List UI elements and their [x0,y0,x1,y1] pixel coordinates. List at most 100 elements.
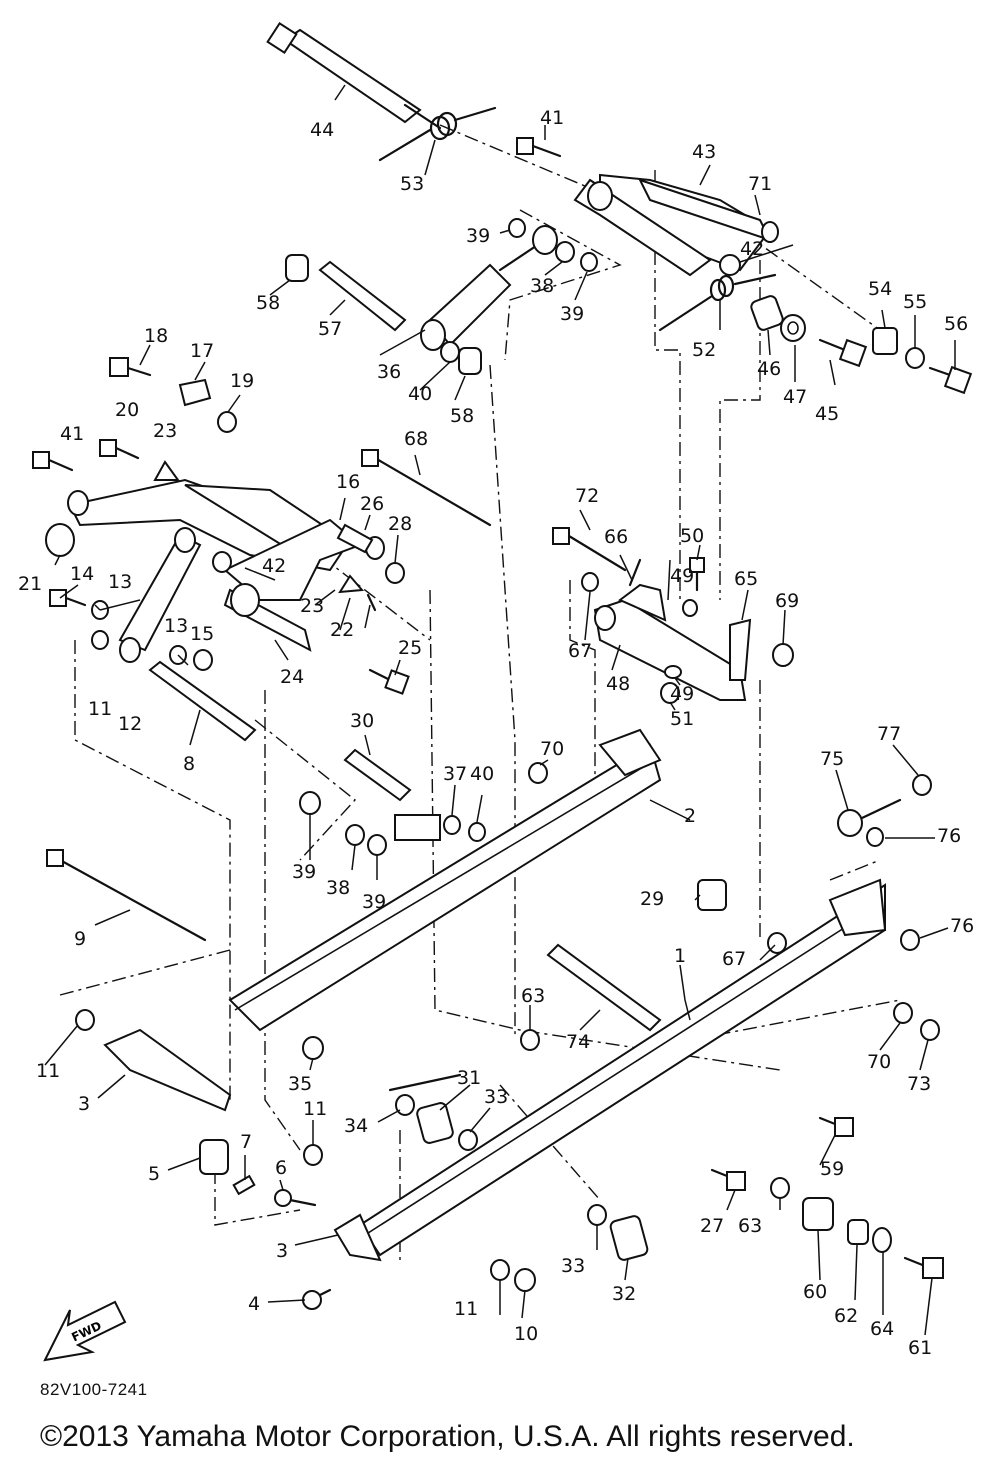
part-37-collar [394,814,461,841]
part-label: 29 [640,888,664,910]
part-label: 9 [74,928,86,950]
assembly-guide-lines [59,124,901,1260]
part-50-bolt [689,557,705,592]
part-23-stopper [153,460,365,594]
part-76-washer [866,827,920,951]
part-label: 66 [604,526,628,548]
part-59-bolt [818,1116,854,1137]
part-label: 35 [288,1073,312,1095]
part-44-shaft [266,21,442,130]
part-49-collar [664,599,698,679]
part-21-cap [45,523,75,557]
part-label: 27 [700,1215,724,1237]
part-label: 61 [908,1337,932,1359]
part-label: 70 [540,738,564,760]
part-47-collar [780,314,806,342]
part-57-shaft [318,260,407,332]
part-label: 45 [815,403,839,425]
callout-leader-lines [44,84,956,1336]
part-42-collar-top [719,254,741,276]
part-label: 41 [60,423,84,445]
part-4-screw [302,1288,332,1310]
part-label: 18 [144,325,168,347]
part-label: 51 [670,708,694,730]
part-label: 63 [738,1215,762,1237]
part-label: 11 [454,1298,478,1320]
part-label: 36 [377,361,401,383]
part-27-bolt [710,1168,746,1191]
part-label: 24 [280,666,304,688]
part-5-stopper [199,1139,229,1175]
part-label: 77 [877,723,901,745]
part-label: 13 [164,615,188,637]
part-label: 48 [606,673,630,695]
part-label: 7 [240,1131,252,1153]
part-label: 58 [256,292,280,314]
part-15-nut [193,649,213,671]
part-label: 74 [566,1031,590,1053]
part-label: 53 [400,173,424,195]
part-label: 13 [108,571,132,593]
part-18-bolt [109,357,152,377]
part-label: 23 [300,595,324,617]
part-label: 5 [148,1163,160,1185]
part-label: 14 [70,563,94,585]
part-label: 2 [684,805,696,827]
part-label: 68 [404,428,428,450]
part-label: 10 [514,1323,538,1345]
part-64-washer [872,1227,892,1253]
part-label: 28 [388,513,412,535]
part-33-washer [458,1129,607,1226]
part-label: 11 [88,698,112,720]
part-label: 41 [540,107,564,129]
part-22-pin [366,593,377,612]
part-14-bolt [49,589,87,607]
part-39-collar [299,218,598,856]
part-29-stopper [697,879,727,911]
part-label: 26 [360,493,384,515]
part-73-nut [920,1019,940,1041]
part-19-nut [217,411,237,433]
part-label: 73 [907,1073,931,1095]
part-1-slide-rail [358,878,887,1257]
part-label: 21 [18,573,42,595]
part-label: 19 [230,370,254,392]
part-label: 76 [950,915,974,937]
part-number-labels: 1 2 3 3 4 5 6 7 8 9 10 11 11 11 11 11 12… [18,107,974,1359]
part-11-washer [75,630,510,1281]
part-label: 44 [310,119,334,141]
part-label: 1 [674,945,686,967]
part-label: 55 [903,291,927,313]
part-62-collar [847,1219,869,1245]
part-61-bolt [903,1256,944,1279]
part-label: 49 [670,683,694,705]
part-label: 60 [803,1281,827,1303]
part-label: 16 [336,471,360,493]
part-70-washer [528,762,913,1024]
part-label: 47 [783,386,807,408]
part-label: 11 [303,1098,327,1120]
part-label: 58 [450,405,474,427]
part-28-washer [385,562,405,584]
part-32-collar [609,1215,649,1261]
part-20-bolt [99,439,140,460]
part-label: 30 [350,710,374,732]
part-24-shaft [223,583,312,652]
part-label: 52 [692,339,716,361]
part-label: 31 [457,1067,481,1089]
part-53-spring [378,106,497,162]
part-label: 37 [443,763,467,785]
part-label: 69 [775,590,799,612]
part-69-nut [772,643,794,667]
part-55-washer [905,347,925,369]
part-label: 6 [275,1157,287,1179]
part-10-nut [514,1268,536,1292]
part-9-rod [46,849,207,942]
part-6-bolt [274,1189,317,1207]
part-label: 39 [362,891,386,913]
part-label: 12 [118,713,142,735]
part-74-shaft [546,943,662,1032]
part-label: 54 [868,278,892,300]
part-30-shaft [343,748,412,802]
part-35-washer [302,1036,324,1060]
